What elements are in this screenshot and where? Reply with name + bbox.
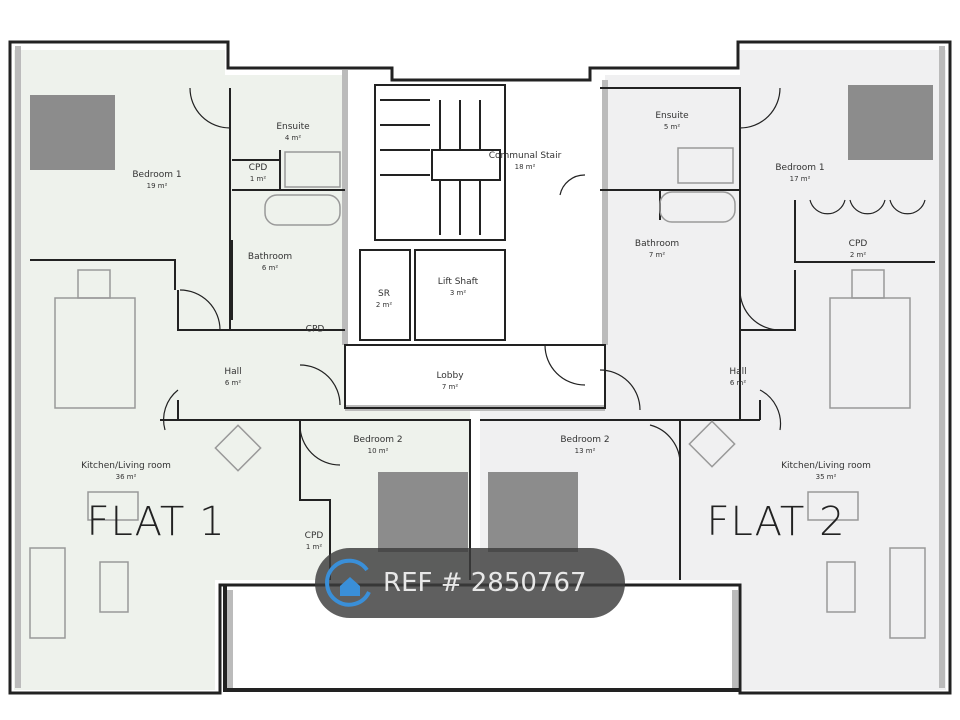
room-label-f1-bathroom: Bathroom 6 m² bbox=[248, 252, 292, 274]
room-name: SR bbox=[378, 289, 390, 299]
room-area: 4 m² bbox=[284, 134, 302, 142]
sofa-icon bbox=[826, 561, 856, 613]
sofa-icon bbox=[889, 547, 926, 639]
room-area: 19 m² bbox=[146, 182, 168, 190]
room-label-f1-bedroom2: Bedroom 2 10 m² bbox=[353, 435, 402, 457]
bed-icon bbox=[488, 472, 578, 552]
room-area: 18 m² bbox=[514, 163, 536, 171]
room-name: Hall bbox=[224, 367, 242, 377]
room-area: 1 m² bbox=[249, 175, 267, 183]
room-label-stair: Communal Stair 18 m² bbox=[489, 151, 562, 173]
room-label-f2-bedroom1: Bedroom 1 17 m² bbox=[775, 163, 824, 185]
room-area: 17 m² bbox=[789, 175, 811, 183]
room-name: Ensuite bbox=[276, 122, 310, 132]
bath-icon bbox=[659, 191, 736, 223]
flat2-label: FLAT 2 bbox=[706, 499, 846, 545]
room-name: Bathroom bbox=[247, 252, 293, 262]
room-name: Kitchen/Living room bbox=[81, 461, 171, 471]
room-label-f1-ensuite: Ensuite 4 m² bbox=[276, 122, 309, 144]
room-area: 6 m² bbox=[224, 379, 242, 387]
room-name: Lift Shaft bbox=[437, 277, 479, 287]
bed-icon bbox=[848, 85, 933, 160]
room-label-f1-kitchen: Kitchen/Living room 36 m² bbox=[81, 461, 171, 483]
room-area: 5 m² bbox=[663, 123, 681, 131]
home-icon bbox=[323, 556, 377, 610]
shower-icon bbox=[677, 147, 734, 184]
room-label-f1-hall: Hall 6 m² bbox=[224, 367, 241, 389]
table-icon bbox=[807, 491, 859, 521]
room-name: CPD bbox=[848, 239, 868, 249]
armchair-icon bbox=[214, 424, 262, 472]
room-label-f2-hall: Hall 6 m² bbox=[729, 367, 746, 389]
room-name: Bedroom 2 bbox=[560, 435, 610, 445]
room-area: 7 m² bbox=[441, 383, 459, 391]
flat2-area bbox=[480, 50, 946, 690]
room-label-f2-cpd: CPD 2 m² bbox=[849, 239, 868, 261]
room-area: 7 m² bbox=[648, 251, 666, 259]
bed-icon bbox=[30, 95, 115, 170]
room-name: Ensuite bbox=[655, 111, 689, 121]
outer-wall bbox=[8, 40, 952, 695]
table-icon bbox=[87, 491, 139, 521]
room-name: Bedroom 1 bbox=[775, 163, 825, 173]
flat1-area bbox=[14, 50, 470, 690]
room-name: CPD bbox=[305, 324, 325, 335]
room-label-f2-bathroom: Bathroom 7 m² bbox=[635, 239, 679, 261]
room-label-f1-bedroom1: Bedroom 1 19 m² bbox=[132, 170, 181, 192]
room-label-sr: SR 2 m² bbox=[376, 289, 392, 311]
shower-icon bbox=[284, 151, 341, 188]
room-name: Communal Stair bbox=[488, 151, 562, 161]
room-area: 2 m² bbox=[375, 301, 393, 309]
room-label-f2-ensuite: Ensuite 5 m² bbox=[655, 111, 688, 133]
sofa-icon bbox=[99, 561, 129, 613]
room-area: 13 m² bbox=[574, 447, 596, 455]
room-name: Bedroom 2 bbox=[353, 435, 403, 445]
room-name: CPD bbox=[304, 531, 324, 541]
armchair-icon bbox=[688, 420, 736, 468]
kitchen-island bbox=[54, 297, 136, 409]
room-area: 6 m² bbox=[261, 264, 279, 272]
room-name: Bedroom 1 bbox=[132, 170, 182, 180]
room-label-f1-cpd-c: CPD 1 m² bbox=[305, 531, 324, 553]
kitchen-island bbox=[829, 297, 911, 409]
room-name: CPD bbox=[248, 163, 268, 173]
room-label-f1-cpd-b: CPD bbox=[306, 325, 325, 336]
reference-number: REF # 2850767 bbox=[383, 568, 587, 598]
room-name: Lobby bbox=[436, 371, 464, 381]
room-label-lobby: Lobby 7 m² bbox=[436, 371, 463, 393]
room-area: 1 m² bbox=[305, 543, 323, 551]
room-name: Hall bbox=[729, 367, 747, 377]
room-label-f2-bedroom2: Bedroom 2 13 m² bbox=[560, 435, 609, 457]
bed-icon bbox=[378, 472, 468, 552]
room-area: 36 m² bbox=[115, 473, 137, 481]
room-label-f1-cpd-a: CPD 1 m² bbox=[249, 163, 268, 185]
room-area: 10 m² bbox=[367, 447, 389, 455]
room-area: 6 m² bbox=[729, 379, 747, 387]
room-area: 2 m² bbox=[849, 251, 867, 259]
room-name: Bathroom bbox=[634, 239, 680, 249]
room-label-f2-kitchen: Kitchen/Living room 35 m² bbox=[781, 461, 871, 483]
core-area bbox=[345, 78, 605, 408]
room-area: 35 m² bbox=[815, 473, 837, 481]
sofa-icon bbox=[29, 547, 66, 639]
flat1-label: FLAT 1 bbox=[86, 499, 226, 545]
room-area: 3 m² bbox=[449, 289, 467, 297]
room-label-lift: Lift Shaft 3 m² bbox=[438, 277, 478, 299]
room-name: Kitchen/Living room bbox=[781, 461, 871, 471]
reference-watermark: REF # 2850767 bbox=[315, 548, 625, 618]
bath-icon bbox=[264, 194, 341, 226]
